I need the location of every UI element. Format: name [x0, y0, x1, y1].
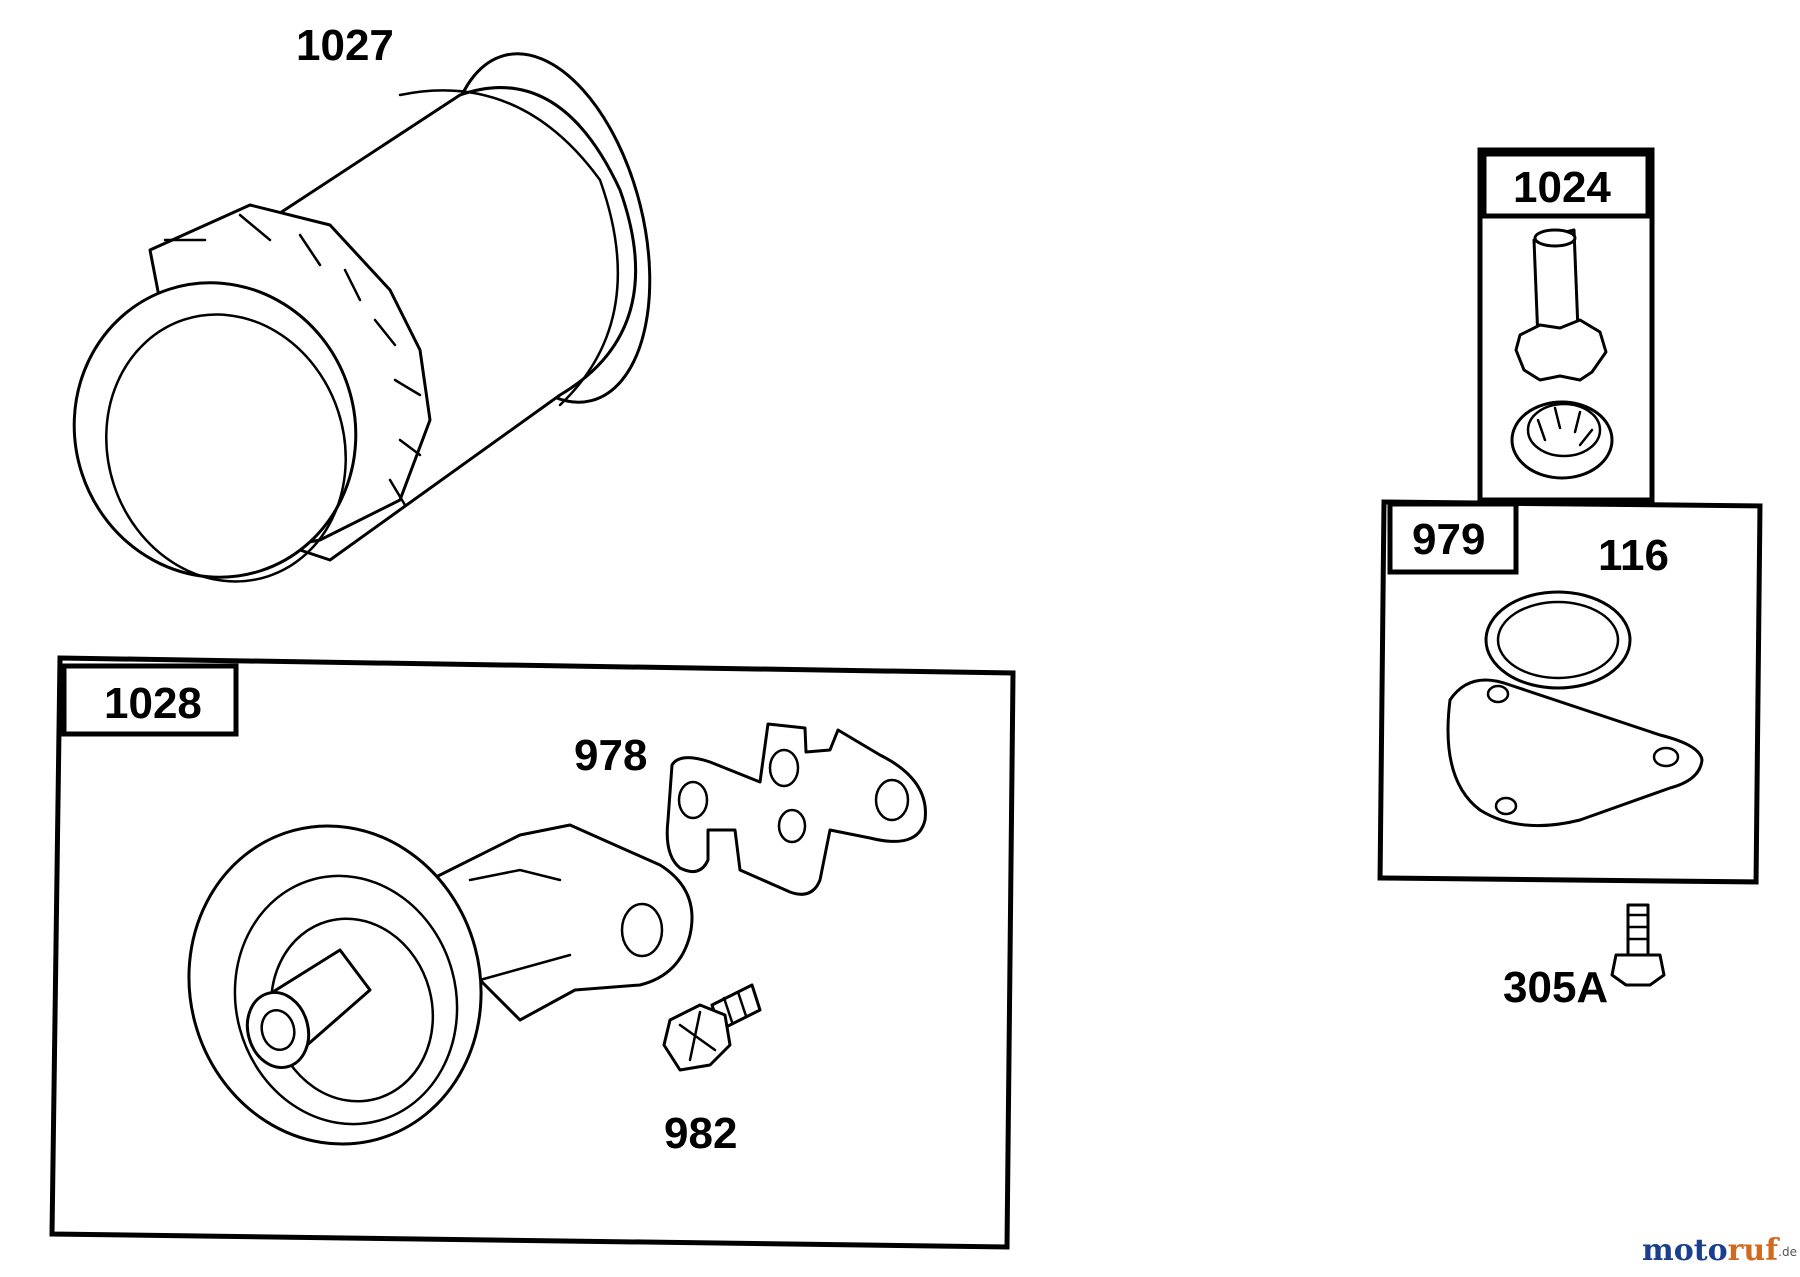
oil-pump-kit-box: 1024 — [1477, 147, 1655, 503]
watermark-part2: ruf — [1728, 1233, 1781, 1268]
screw-305a-drawing — [1610, 903, 1666, 987]
label-1024: 1024 — [1513, 163, 1611, 212]
label-979: 979 — [1412, 515, 1485, 564]
label-305a: 305A — [1503, 963, 1608, 1012]
watermark-suffix: .de — [1778, 1245, 1797, 1259]
watermark-part1: moto — [1642, 1233, 1728, 1268]
oil-filter-drawing — [72, 52, 652, 583]
label-982: 982 — [664, 1109, 737, 1158]
adapter-kit-box: 1028 978 982 — [49, 655, 1016, 1250]
label-978: 978 — [574, 731, 647, 780]
label-116: 116 — [1598, 531, 1669, 580]
watermark: motoruf.de — [1642, 1233, 1797, 1268]
label-1027: 1027 — [296, 21, 394, 70]
label-1028: 1028 — [104, 679, 202, 728]
pump-cover-kit-box: 979 116 — [1377, 499, 1763, 885]
svg-text:motoruf.de: motoruf.de — [1642, 1233, 1797, 1268]
